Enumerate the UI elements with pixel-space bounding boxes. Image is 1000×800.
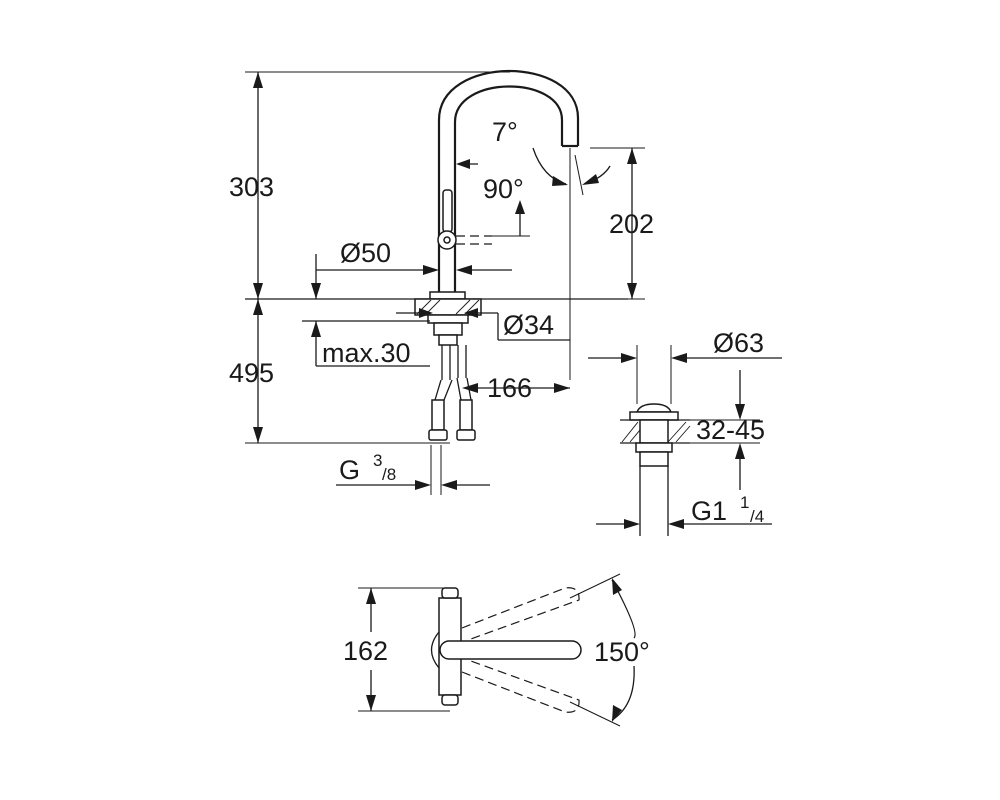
- label-d50: Ø50: [340, 238, 391, 268]
- dimension-lines-waste: [588, 345, 782, 529]
- label-303: 303: [229, 172, 274, 202]
- label-202: 202: [609, 209, 654, 239]
- label-166: 166: [487, 373, 532, 403]
- label-d34: Ø34: [503, 310, 554, 340]
- label-waste-thread-sup: 1: [740, 493, 749, 512]
- waste-valve-view: [620, 403, 691, 536]
- dimension-lines-side: [245, 71, 645, 495]
- label-162: 162: [343, 636, 388, 666]
- label-hose-thread-sup: 3: [373, 451, 382, 470]
- label-90deg: 90°: [483, 174, 524, 204]
- faucet-top-view: [430, 587, 582, 713]
- label-max30: max.30: [322, 338, 411, 368]
- label-150deg: 150°: [594, 637, 650, 667]
- dimension-lines-top: [358, 573, 636, 727]
- label-d63: Ø63: [713, 328, 764, 358]
- label-hose-thread-sub: /8: [382, 465, 396, 484]
- label-32-45: 32-45: [696, 415, 765, 445]
- dimension-labels: 303 7° 90° 202 Ø50 Ø34 max.30 495 166 Ø6…: [229, 117, 765, 667]
- label-495: 495: [229, 358, 274, 388]
- faucet-side-view: [245, 70, 628, 441]
- label-7deg: 7°: [492, 117, 518, 147]
- label-waste-thread: G1: [691, 496, 727, 526]
- label-waste-thread-sub: /4: [750, 507, 764, 526]
- label-hose-thread: G: [339, 455, 360, 485]
